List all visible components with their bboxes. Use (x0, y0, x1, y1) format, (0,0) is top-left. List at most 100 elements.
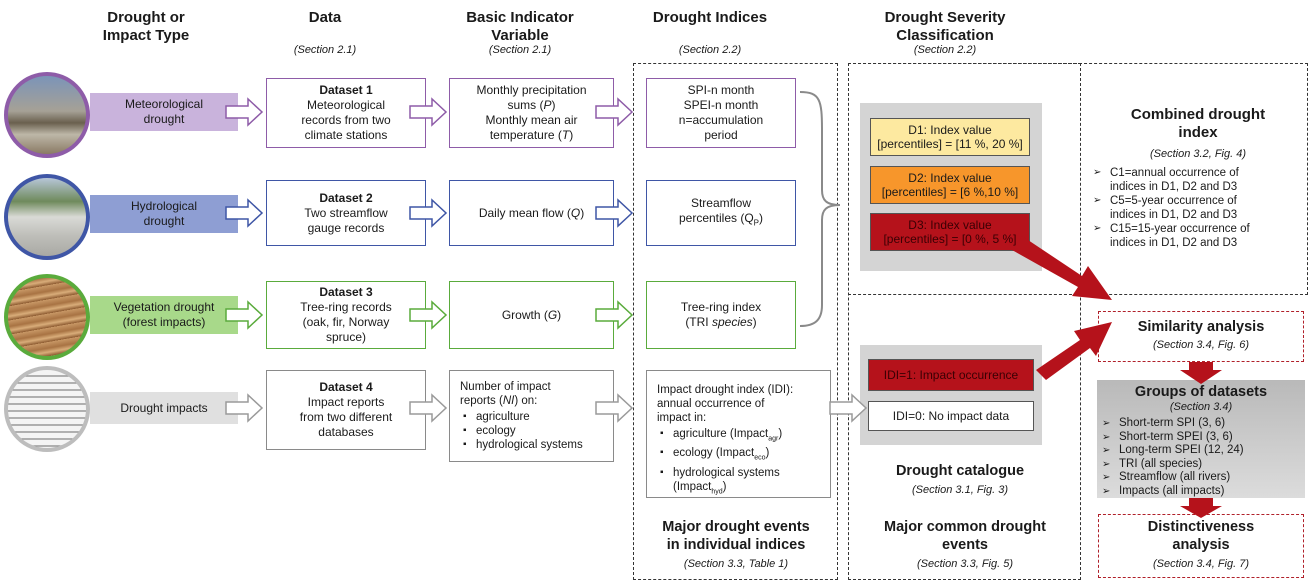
idi-1: IDI=1: Impact occurrence (868, 359, 1034, 391)
combined-item: C15=15-year occurrence of indices in D1,… (1093, 222, 1304, 250)
basic-1-mid: ) Monthly mean air temperature ( (485, 98, 578, 142)
basic-1-pre: Monthly precipitation sums ( (476, 83, 587, 112)
arrow-row2 (225, 199, 633, 227)
major-common-title: Major common drought events (884, 519, 1046, 553)
vegetation-photo (4, 274, 90, 360)
catalogue-title: Drought catalogue (895, 463, 1025, 479)
header-data: Data (308, 9, 342, 26)
major-individual-title: Major drought events in individual indic… (662, 519, 810, 553)
index-2-post: ) (759, 210, 764, 225)
index-3-post: ) (752, 315, 757, 329)
impact-reports-photo (4, 366, 90, 452)
dataset-2-box: Dataset 2 Two streamflow gauge records (266, 180, 426, 246)
hydrological-photo (4, 174, 90, 260)
red-arrows (1012, 236, 1222, 518)
header-basic-section: (Section 2.1) (488, 44, 552, 56)
severity-d1: D1: Index value [percentiles] = [11 %, 2… (870, 118, 1030, 156)
index-3-pre: Tree-ring index (TRI (680, 300, 762, 329)
basic-1-sym-p: P (543, 98, 552, 112)
dataset-4-box: Dataset 4 Impact reports from two differ… (266, 370, 426, 450)
basic-1-box: Monthly precipitation sums (P) Monthly m… (449, 78, 614, 148)
header-indices: Drought Indices (652, 9, 768, 26)
basic-1-sym-t: T (561, 128, 570, 142)
dataset-4-desc: Impact reports from two different databa… (299, 395, 393, 439)
basic-3-pre: Growth ( (501, 307, 548, 322)
basic-3-post: ) (557, 307, 562, 322)
groups-title: Groups of datasets (1134, 384, 1268, 400)
brace (799, 91, 841, 327)
distinct-title: Distinctiveness analysis (1147, 519, 1255, 553)
index-1-box: SPI-n month SPEI-n month n=accumulation … (646, 78, 796, 148)
dataset-3-box: Dataset 3 Tree-ring records (oak, fir, N… (266, 281, 426, 349)
groups-section: (Section 3.4) (1169, 401, 1233, 413)
index-2-pre: Streamflow percentiles (Q (678, 195, 754, 225)
basic-2-post: ) (580, 205, 585, 220)
index-4-box: Impact drought index (IDI): annual occur… (646, 370, 831, 498)
distinct-section: (Section 3.4, Fig. 7) (1153, 558, 1249, 570)
basic-1-post: ) (569, 128, 574, 142)
basic-4-post: ) on: (514, 395, 538, 407)
index-3-box: Tree-ring index (TRI species) (646, 281, 796, 349)
groups-item: Short-term SPEI (3, 6) (1102, 431, 1301, 445)
index-2-sub: P (753, 218, 760, 228)
combined-list: C1=annual occurrence of indices in D1, D… (1092, 164, 1304, 250)
similarity-title: Similarity analysis (1137, 319, 1265, 335)
groups-list: Short-term SPI (3, 6) Short-term SPEI (3… (1101, 415, 1301, 498)
basic-2-box: Daily mean flow (Q) (449, 180, 614, 246)
header-severity: Drought Severity Classification (884, 9, 1006, 44)
combined-item: C5=5-year occurrence of indices in D1, D… (1093, 194, 1304, 222)
indices-frame (633, 63, 838, 580)
basic-2-sym-q: Q (570, 205, 581, 220)
index-4-intro: Impact drought index (IDI): annual occur… (657, 384, 794, 424)
combined-title: Combined drought index (1130, 106, 1266, 141)
groups-item: Impacts (all impacts) (1102, 485, 1301, 499)
basic-4-box: Number of impact reports (NI) on: agricu… (449, 370, 614, 462)
dataset-1-title: Dataset 1 (319, 83, 373, 97)
type-label-vegetation: Vegetation drought (forest impacts) (90, 296, 238, 334)
header-type: Drought or Impact Type (102, 9, 190, 44)
groups-item: Streamflow (all rivers) (1102, 471, 1301, 485)
type-label-impacts: Drought impacts (90, 392, 238, 424)
basic-4-item: agriculture (463, 410, 583, 424)
dataset-1-box: Dataset 1 Meteorological records from tw… (266, 78, 426, 148)
dataset-3-desc: Tree-ring records (oak, fir, Norway spru… (300, 300, 392, 344)
groups-item: Long-term SPEI (12, 24) (1102, 444, 1301, 458)
basic-4-item: hydrological systems (463, 438, 583, 452)
arrow-row3 (225, 301, 633, 329)
arrow-row1 (225, 98, 633, 126)
basic-4-sym-ni: NI (502, 395, 515, 407)
basic-4-item: ecology (463, 424, 583, 438)
combined-section: (Section 3.2, Fig. 4) (1150, 148, 1246, 160)
major-individual-section: (Section 3.3, Table 1) (683, 558, 789, 570)
header-data-section: (Section 2.1) (293, 44, 357, 56)
header-indices-section: (Section 2.2) (678, 44, 742, 56)
major-common-section: (Section 3.3, Fig. 5) (917, 558, 1013, 570)
type-label-meteorological: Meteorological drought (90, 93, 238, 131)
meteorological-photo (4, 72, 90, 158)
basic-3-box: Growth (G) (449, 281, 614, 349)
index-4-item: ecology (Impacteco) (660, 446, 782, 465)
dataset-2-title: Dataset 2 (319, 190, 373, 205)
dataset-3-title: Dataset 3 (319, 285, 373, 299)
arrow-row4 (225, 394, 867, 422)
severity-d2: D2: Index value [percentiles] = [6 %,10 … (870, 166, 1030, 204)
index-3-species: species (711, 315, 753, 329)
similarity-section: (Section 3.4, Fig. 6) (1153, 339, 1249, 351)
groups-item: TRI (all species) (1102, 458, 1301, 472)
header-severity-section: (Section 2.2) (913, 44, 977, 56)
header-basic: Basic Indicator Variable (466, 9, 574, 44)
catalogue-section: (Section 3.1, Fig. 3) (912, 484, 1008, 496)
index-4-item: agriculture (Impactagr) (660, 427, 782, 446)
severity-d3: D3: Index value [percentiles] = [0 %, 5 … (870, 213, 1030, 251)
type-label-hydrological: Hydrological drought (90, 195, 238, 233)
dataset-4-title: Dataset 4 (319, 380, 373, 394)
basic-2-pre: Daily mean flow ( (478, 205, 571, 220)
combined-item: C1=annual occurrence of indices in D1, D… (1093, 166, 1304, 194)
basic-3-sym-g: G (547, 307, 558, 322)
basic-4-pre: Number of impact reports ( (460, 381, 551, 407)
idi-0: IDI=0: No impact data (868, 401, 1034, 431)
index-2-box: Streamflow percentiles (QP) (646, 180, 796, 246)
dataset-2-desc: Two streamflow gauge records (304, 205, 388, 235)
groups-item: Short-term SPI (3, 6) (1102, 417, 1301, 431)
